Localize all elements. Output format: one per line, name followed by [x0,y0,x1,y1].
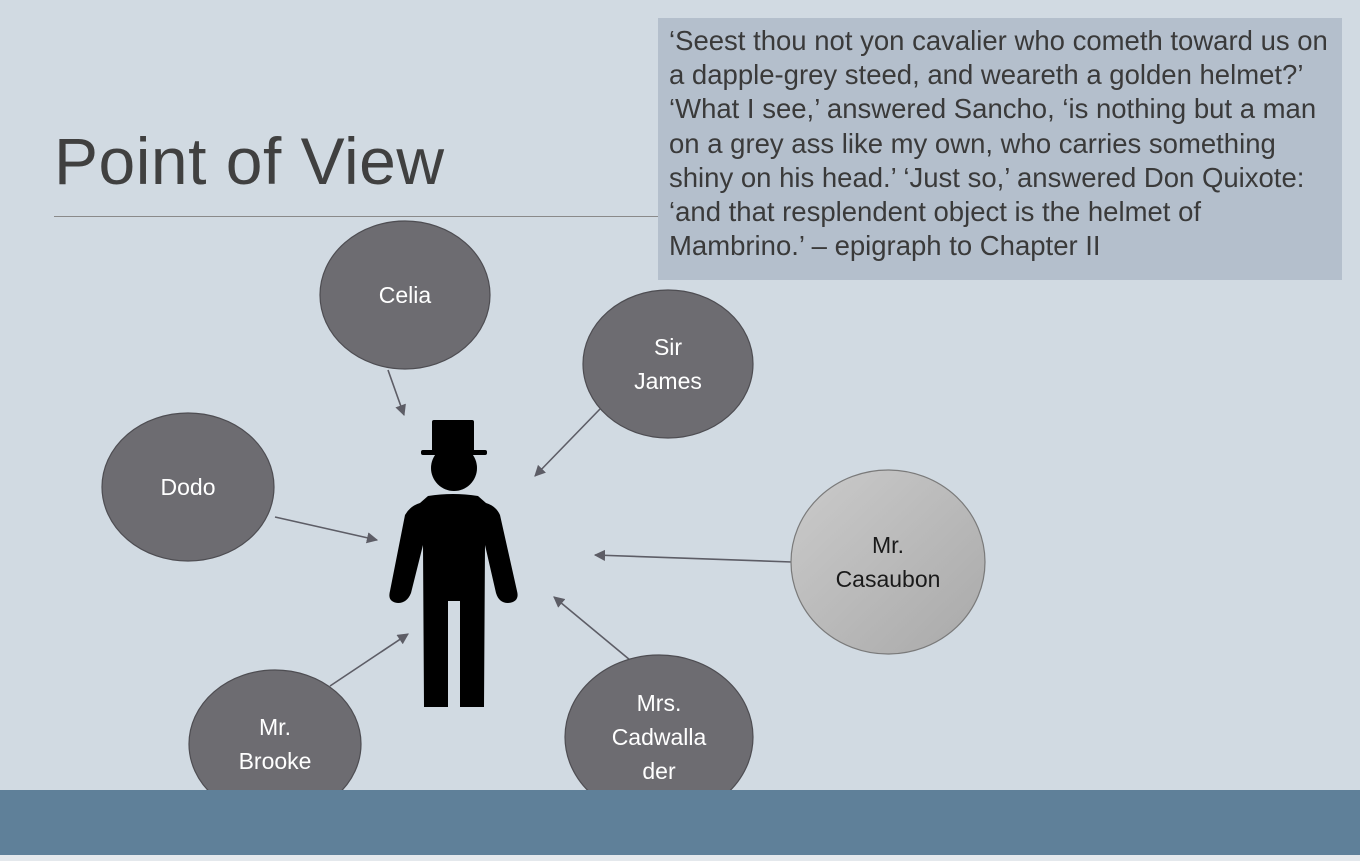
node-mr-brooke: Mr. Brooke [188,669,362,819]
nodes-group: CeliaSirJamesDodoMr.CasaubonMr.BrookeMrs… [101,220,986,820]
node-ellipse-celia [319,220,491,370]
node-mrs-cadwallader: Mrs. Cadwalla der [564,654,754,820]
node-label-mrs-cadwallader: Mrs. [637,690,682,716]
arrow-sir-james [534,408,601,477]
node-label-mr-brooke: Mr. [259,714,291,740]
arrow-mr-casaubon [593,549,793,563]
arrows-group [274,369,793,687]
arrow-dodo [274,516,379,544]
node-label-mr-casaubon: Casaubon [836,566,941,592]
node-label-dodo: Dodo [161,474,216,500]
node-label-mrs-cadwallader: der [642,758,676,784]
arrow-mrs-cadwallader [553,596,631,661]
node-celia: Celia [319,220,491,370]
arrow-mr-brooke [329,633,409,687]
footer-strip [0,855,1360,861]
node-label-mr-casaubon: Mr. [872,532,904,558]
man-in-top-hat-icon [389,420,518,707]
node-label-mrs-cadwallader: Cadwalla [612,724,707,750]
arrow-celia [387,369,406,417]
title-underline [54,216,660,217]
epigraph-quote-box: ‘Seest thou not yon cavalier who cometh … [658,18,1342,280]
node-label-sir-james: Sir [654,334,682,360]
footer-band [0,790,1360,855]
node-label-celia: Celia [379,282,432,308]
node-dodo: Dodo [101,412,275,562]
slide-title: Point of View [54,124,445,198]
node-ellipse-sir-james [582,289,754,439]
node-label-mr-brooke: Brooke [239,748,312,774]
node-ellipse-mr-casaubon [790,469,986,655]
node-mr-casaubon: Mr. Casaubon [790,469,986,655]
node-ellipse-dodo [101,412,275,562]
node-label-sir-james: James [634,368,702,394]
